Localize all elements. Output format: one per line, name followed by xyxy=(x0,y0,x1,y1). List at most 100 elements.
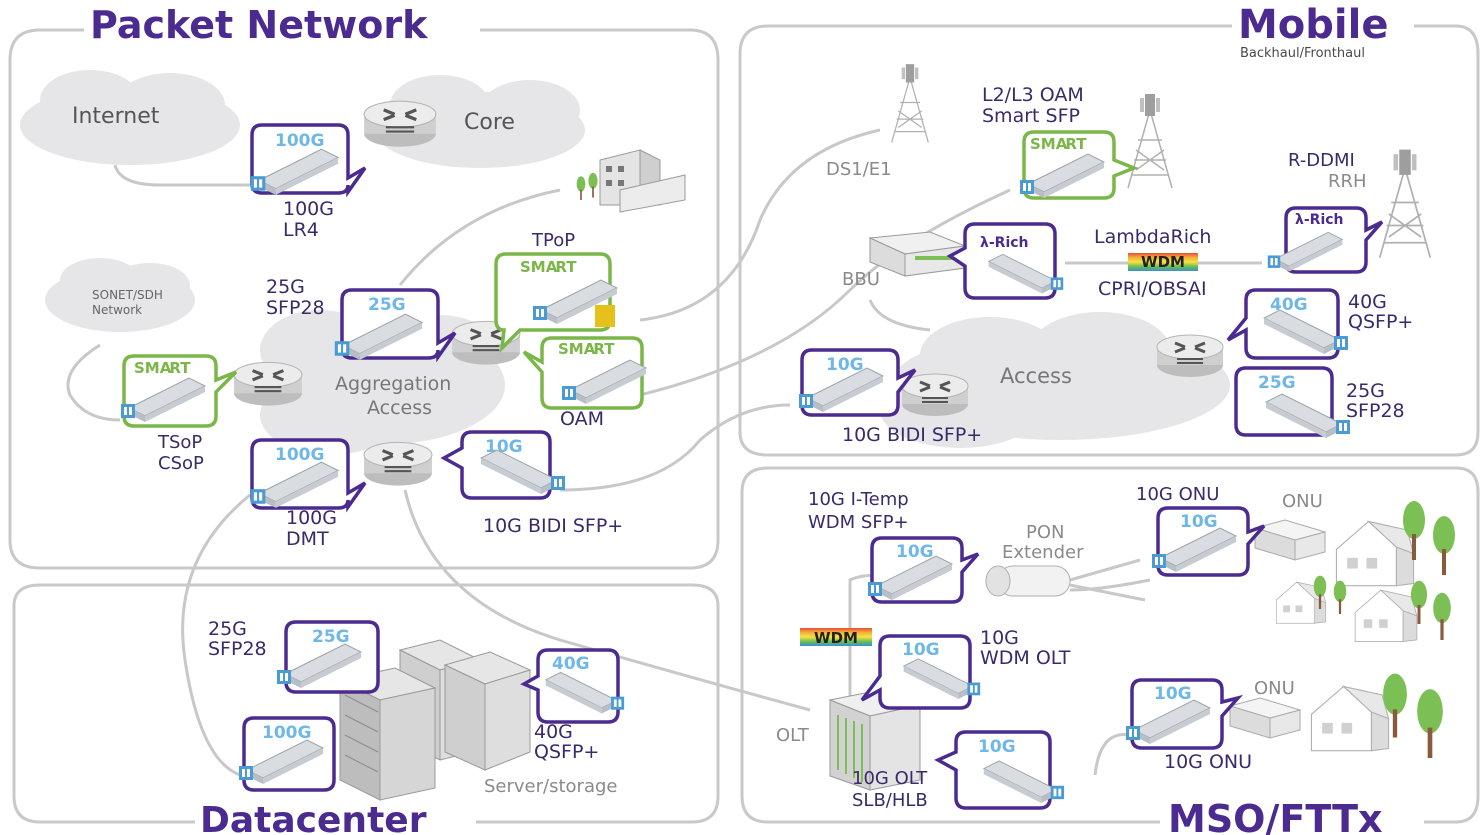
transceiver-100g-dmt: 100G xyxy=(250,438,367,513)
tsop-label: TSoP xyxy=(157,432,202,453)
itemp-label: 10G I-Temp xyxy=(808,489,909,510)
sfp28-dc-label: SFP28 xyxy=(208,638,267,660)
tpop-label: TPoP xyxy=(531,230,575,251)
badge-label: 40G xyxy=(552,654,590,674)
oam-label: OAM xyxy=(560,408,604,430)
ds1-label: DS1/E1 xyxy=(826,159,892,180)
qsfp-dc-label: QSFP+ xyxy=(534,741,599,763)
wdm-badge-mso: WDM xyxy=(800,628,872,647)
tsop-label: CSoP xyxy=(158,453,204,474)
text-labels: 100G LR4 25G SFP28 TPoP OAM TSoP CSoP 10… xyxy=(157,84,1413,811)
rddmi-label: R-DDMI xyxy=(1288,150,1355,171)
bidi-mobile-router-icon xyxy=(900,372,970,418)
lr4-label: 100G xyxy=(283,198,334,220)
mobile-panel xyxy=(738,24,1480,457)
transceiver-10g-onu-bottom: 10G xyxy=(1125,678,1244,750)
bidi-mobile-label: 10G BIDI SFP+ xyxy=(842,424,982,446)
onu-gray-label: ONU xyxy=(1282,491,1323,512)
onu-gray-label: ONU xyxy=(1254,678,1295,699)
lambdarich-label: LambdaRich xyxy=(1094,226,1211,248)
bidi-packet-label: 10G BIDI SFP+ xyxy=(483,515,623,537)
qsfp-mobile-label: 40G xyxy=(1348,291,1387,313)
dmt-label: DMT xyxy=(286,528,329,550)
house-icon xyxy=(1310,685,1390,752)
smart-label: SMART xyxy=(520,258,577,276)
transceiver-25g-mobile: 25G xyxy=(1234,366,1351,439)
wdm-label: WDM xyxy=(1141,253,1185,271)
connection-lines xyxy=(66,128,1151,777)
mso-panel xyxy=(740,466,1480,824)
badge-label: 25G xyxy=(312,627,350,647)
datacenter-panel xyxy=(12,583,720,824)
badge-label: 10G xyxy=(902,640,940,660)
building-icon xyxy=(576,149,686,213)
l2l3-label: Smart SFP xyxy=(982,105,1080,127)
internet-cloud xyxy=(20,70,240,165)
tower-rrh-icon xyxy=(1378,148,1432,259)
smart-transceiver-tsop: SMART xyxy=(120,354,238,428)
transceiver-10g-onu-top: 10G xyxy=(1151,506,1266,577)
lr4-label: LR4 xyxy=(283,219,319,241)
packet-network-title: Packet Network xyxy=(90,3,428,47)
badge-label: 10G xyxy=(896,542,934,562)
badge-label: 100G xyxy=(275,131,324,151)
sonet-label: Network xyxy=(92,303,142,317)
core-router-icon xyxy=(362,99,438,149)
internet-label: Internet xyxy=(72,104,160,129)
wdm-badge-mobile: WDM xyxy=(1128,253,1198,271)
transceiver-40g-mobile: 40G xyxy=(1226,288,1349,360)
badge-label: 25G xyxy=(1258,373,1296,393)
pon-label: PON xyxy=(1026,522,1065,543)
mobile-title: Mobile xyxy=(1238,2,1388,48)
badge-label: 10G xyxy=(1180,512,1218,532)
olt-label: OLT xyxy=(776,725,810,746)
datacenter-title: Datacenter xyxy=(200,800,427,835)
transceiver-100g-datacenter: 100G xyxy=(238,716,336,792)
tree-icon xyxy=(1433,516,1455,575)
l2l3-label: L2/L3 OAM xyxy=(982,84,1084,106)
qsfp-mobile-label: QSFP+ xyxy=(1348,311,1413,333)
sonet-label: SONET/SDH xyxy=(92,288,163,302)
badge-label: 100G xyxy=(262,723,311,743)
mobile-access-router-icon xyxy=(1155,333,1225,379)
onu-box-top-icon xyxy=(1253,519,1327,561)
onu-box-bottom-icon xyxy=(1228,697,1302,739)
sfp28-dc-label: 25G xyxy=(208,618,247,640)
transceiver-100g-core: 100G xyxy=(250,123,367,198)
smart-transceiver-l2l3: SMART xyxy=(1019,130,1139,200)
smart-label: SMART xyxy=(558,340,615,358)
smart-label: SMART xyxy=(1030,135,1087,153)
transceiver-25g-datacenter: 25G xyxy=(276,620,380,694)
pon-label: Extender xyxy=(1002,542,1084,563)
transceiver-lambda-rich-rrh: λ-Rich xyxy=(1267,206,1384,274)
core-cloud xyxy=(375,75,585,168)
itemp-label: WDM SFP+ xyxy=(808,512,909,533)
wdm-olt-label: 10G xyxy=(980,627,1019,649)
olt-slb-label: SLB/HLB xyxy=(852,790,928,811)
aggregation-label: Access xyxy=(367,397,432,419)
dmt-label: 100G xyxy=(286,507,337,529)
smart-transceiver-oam: SMART xyxy=(522,336,647,410)
access-label: Access xyxy=(1000,364,1072,388)
aggregation-label: Aggregation xyxy=(335,373,451,395)
panel-outlines xyxy=(8,24,1480,824)
sfp28-mobile-label: SFP28 xyxy=(1346,400,1405,422)
smart-label: SMART xyxy=(134,359,191,377)
tower-l2l3-icon xyxy=(1127,93,1173,189)
house-icon xyxy=(1354,589,1418,643)
olt-slb-label: 10G OLT xyxy=(852,768,928,789)
wdm-olt-label: WDM OLT xyxy=(980,647,1071,669)
cpri-label: CPRI/OBSAI xyxy=(1098,278,1207,300)
tree-icon xyxy=(1433,592,1451,640)
transceiver-10g-itemp: 10G xyxy=(867,536,980,604)
sfp28-mobile-label: 25G xyxy=(1346,380,1385,402)
tree-icon xyxy=(1417,689,1443,758)
transceiver-10g-wdm-olt: 10G xyxy=(860,634,981,710)
transceiver-40g-datacenter: 40G xyxy=(520,648,625,724)
tree-icon xyxy=(1333,580,1347,614)
sfp28-agg-label: SFP28 xyxy=(266,297,325,319)
badge-label: 10G xyxy=(826,355,864,375)
dmt-router-icon xyxy=(362,440,434,488)
transceiver-lambda-rich-bbu: λ-Rich xyxy=(946,222,1064,300)
